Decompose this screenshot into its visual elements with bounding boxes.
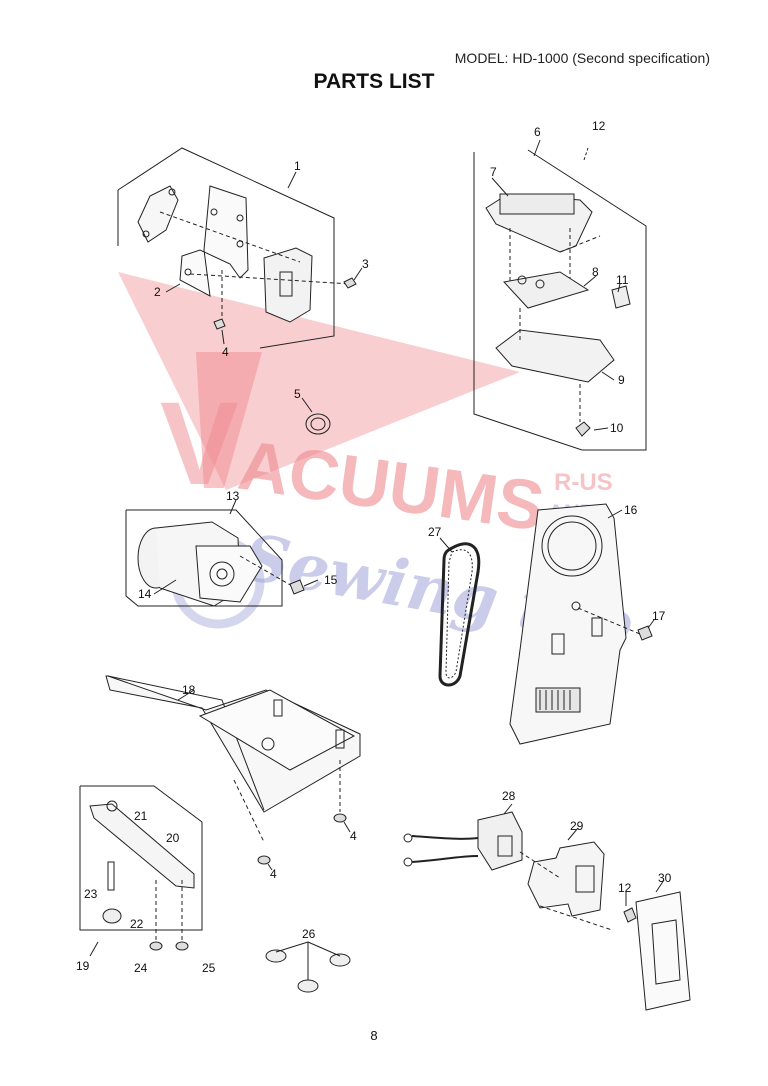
label-part-7: 7 xyxy=(490,165,497,179)
label-part-22: 22 xyxy=(130,917,144,931)
label-part-6: 6 xyxy=(534,125,541,139)
label-part-14: 14 xyxy=(138,587,152,601)
watermark-v-stroke xyxy=(196,352,262,488)
label-part-25: 25 xyxy=(202,961,216,975)
model-header: MODEL: HD-1000 (Second specification) xyxy=(454,50,710,66)
assembly-6-box xyxy=(473,139,647,451)
label-part-9: 9 xyxy=(618,373,625,387)
label-part-30: 30 xyxy=(658,871,672,885)
assembly-13-motor xyxy=(125,499,319,607)
label-part-11: 11 xyxy=(616,273,629,287)
label-part-15: 15 xyxy=(324,573,338,587)
label-part-23: 23 xyxy=(84,887,98,901)
label-part-10: 10 xyxy=(610,421,624,435)
label-part-24: 24 xyxy=(134,961,148,975)
part-18-base xyxy=(105,675,361,871)
assembly-1-socket xyxy=(117,147,363,349)
label-part-20: 20 xyxy=(166,831,180,845)
label-part-18: 18 xyxy=(182,683,196,697)
label-part-29: 29 xyxy=(570,819,584,833)
label-part-28: 28 xyxy=(502,789,516,803)
page-title: PARTS LIST xyxy=(313,70,435,93)
label-part-17: 17 xyxy=(652,609,666,623)
part-26-feet xyxy=(265,941,351,993)
assembly-19-bracket xyxy=(79,785,203,957)
label-part-21: 21 xyxy=(134,809,148,823)
assembly-28-switch xyxy=(403,803,691,1011)
label-part-16: 16 xyxy=(624,503,638,517)
watermark-suffix: R-US xyxy=(554,469,613,496)
watermark-initial: V xyxy=(160,378,239,510)
label-part-26: 26 xyxy=(302,927,316,941)
label-part-4-right: 4 xyxy=(350,829,357,843)
label-part-12-top: 12 xyxy=(592,119,606,133)
label-part-3: 3 xyxy=(362,257,369,271)
label-part-2: 2 xyxy=(154,285,161,299)
label-part-5: 5 xyxy=(294,387,301,401)
label-part-4-top: 4 xyxy=(222,345,229,359)
page-number: 8 xyxy=(370,1028,378,1043)
label-part-4-bottom: 4 xyxy=(270,867,277,881)
label-part-12-bottom: 12 xyxy=(618,881,632,895)
label-part-27: 27 xyxy=(428,525,442,539)
part-5-spring xyxy=(301,397,331,435)
label-part-1: 1 xyxy=(294,159,301,173)
label-part-19: 19 xyxy=(76,959,90,973)
label-part-13: 13 xyxy=(226,489,240,503)
part-number-labels: 1 2 3 4 5 6 12 7 8 11 9 10 13 14 15 27 1… xyxy=(76,119,672,975)
label-part-8: 8 xyxy=(592,265,599,279)
part-27-belt xyxy=(438,537,481,687)
part-16-cover xyxy=(509,503,655,745)
